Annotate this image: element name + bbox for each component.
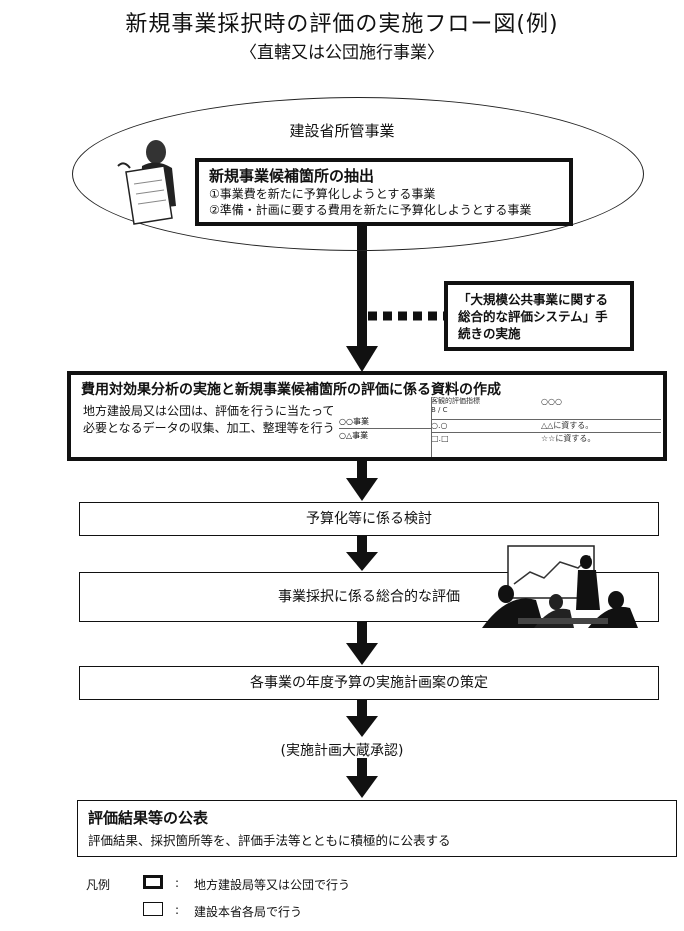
shaft-5 (357, 699, 367, 717)
extraction-title: 新規事業候補箇所の抽出 (209, 167, 375, 185)
legend-label: 凡例 (86, 878, 111, 892)
mini-r1-effect: △△に資する。 (541, 421, 594, 430)
page-title: 新規事業採択時の評価の実施フロー図(例) (125, 12, 559, 37)
large-project-system-box: 「大規模公共事業に関する総合的な評価システム」手続きの実施 (444, 281, 634, 351)
mini-table-header: 客観的評価指標 B / C ○○○ (431, 397, 661, 415)
mini-table-divider (431, 397, 432, 457)
shaft-3 (357, 536, 367, 553)
legend-thick-swatch (143, 875, 163, 889)
publish-title: 評価結果等の公表 (88, 809, 209, 827)
mini-header-other: ○○○ (541, 397, 562, 406)
annual-plan-box: 各事業の年度予算の実施計画案の策定 (79, 666, 659, 700)
large-project-system-text: 「大規模公共事業に関する総合的な評価システム」手続きの実施 (458, 292, 609, 341)
candidate-extraction-box: 新規事業候補箇所の抽出 ①事業費を新たに予算化しようとする事業 ②準備・計画に要… (195, 158, 573, 226)
shaft-4 (357, 622, 367, 644)
annual-plan-text: 各事業の年度予算の実施計画案の策定 (250, 675, 488, 691)
arrow-head-2 (346, 478, 378, 501)
legend-thick-colon: : (175, 876, 180, 890)
publish-results-box: 評価結果等の公表 評価結果、採択箇所等を、評価手法等とともに積極的に公表する (77, 800, 677, 857)
extraction-item-1: ①事業費を新たに予算化しようとする事業 (209, 187, 436, 201)
page-subtitle: 〈直轄又は公団施行事業〉 (240, 43, 444, 63)
comprehensive-evaluation-text: 事業採択に係る総合的な評価 (278, 589, 460, 605)
mini-table-rowlabels: ○○事業 ○△事業 (339, 415, 431, 442)
arrow-head-1 (346, 346, 378, 372)
legend-thick-text: 地方建設局等又は公団で行う (194, 878, 351, 892)
mini-header-bc: B / C (431, 406, 448, 414)
extraction-item-2: ②準備・計画に要する費用を新たに予算化しようとする事業 (209, 203, 532, 217)
publish-desc: 評価結果、採択箇所等を、評価手法等とともに積極的に公表する (88, 833, 451, 848)
arrow-head-5 (346, 716, 378, 737)
mini-row-2: □.□ ☆☆に資する。 (431, 433, 661, 445)
meeting-illustration (482, 545, 638, 628)
ellipse-label: 建設省所管事業 (289, 122, 395, 140)
shaft-6 (357, 758, 367, 778)
mini-r2-effect: ☆☆に資する。 (541, 434, 596, 443)
arrow-head-3 (346, 552, 378, 571)
mini-r2-bc: □.□ (431, 434, 449, 443)
cost-benefit-box: 費用対効果分析の実施と新規事業候補箇所の評価に係る資料の作成 地方建設局又は公団… (67, 371, 667, 461)
cost-benefit-desc: 地方建設局又は公団は、評価を行うに当たって必要となるデータの収集、加工、整理等を… (83, 404, 335, 435)
ministry-ellipse (72, 97, 644, 251)
arrow-head-6 (346, 776, 378, 798)
legend-thin-colon: : (175, 903, 180, 917)
cost-benefit-title: 費用対効果分析の実施と新規事業候補箇所の評価に係る資料の作成 (81, 382, 501, 398)
mini-row-1: ○.○ △△に資する。 (431, 419, 661, 433)
reading-person-illustration (117, 140, 176, 225)
budget-review-box: 予算化等に係る検討 (79, 502, 659, 536)
main-shaft (357, 226, 367, 348)
mini-header-indicator: 客観的評価指標 (431, 397, 480, 405)
mini-row-1-label: ○○事業 (339, 415, 431, 429)
legend-thin-swatch (143, 902, 163, 916)
shaft-2 (357, 461, 367, 479)
mini-row-2-label: ○△事業 (339, 431, 369, 440)
legend-thin-text: 建設本省各局で行う (194, 905, 303, 919)
approval-label: (実施計画大蔵承認) (280, 743, 404, 759)
mini-r1-bc: ○.○ (431, 421, 448, 430)
arrow-head-4 (346, 643, 378, 665)
budget-review-text: 予算化等に係る検討 (306, 511, 432, 527)
evaluation-mini-table: 客観的評価指標 B / C ○○○ ○.○ △△に資する。 □.□ ☆☆に資する… (431, 397, 661, 445)
